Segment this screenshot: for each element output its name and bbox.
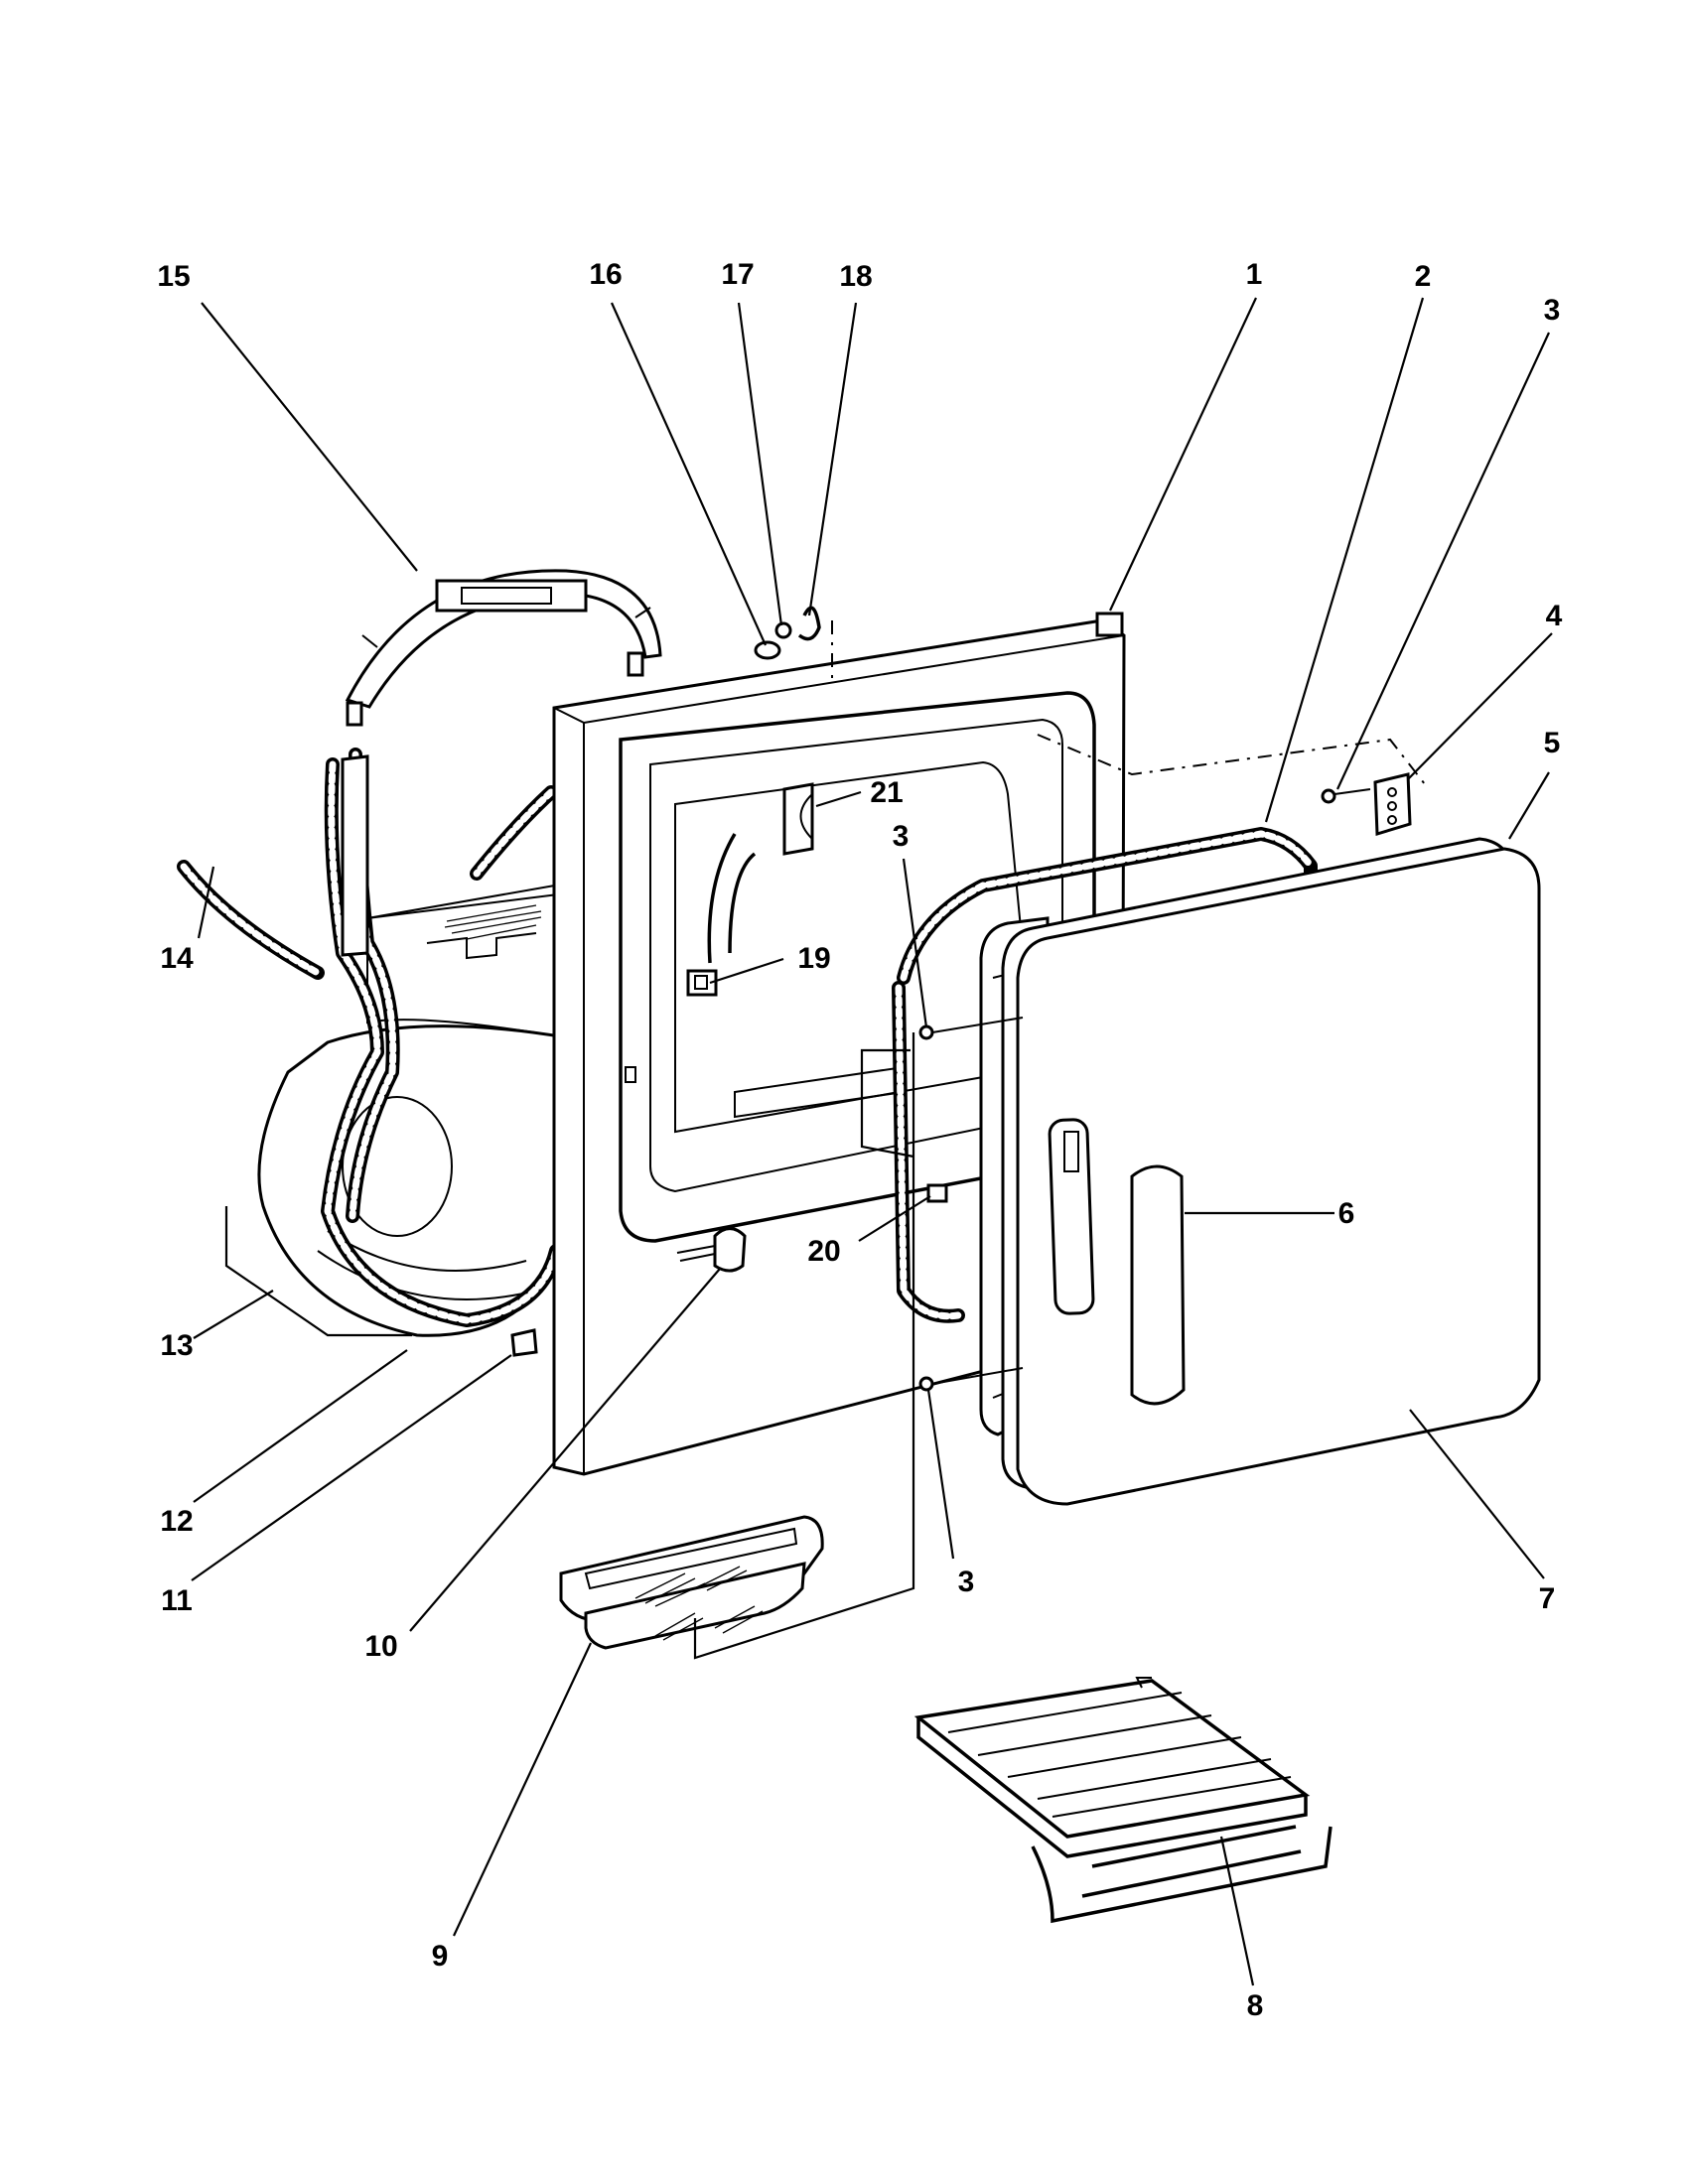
callout-3-top-right: 3 [1544,294,1561,327]
callout-5: 5 [1544,727,1561,759]
callout-6: 6 [1338,1197,1355,1230]
callout-11: 11 [161,1584,193,1617]
callout-13: 13 [160,1329,193,1362]
part-12-front-bulkhead [257,883,568,1337]
part-14-seal-strip [177,785,558,980]
callout-labels: 1 2 3 3 3 4 5 6 7 8 9 10 11 12 13 14 15 … [157,258,1562,2022]
callout-14: 14 [160,942,194,975]
callout-15: 15 [157,260,190,293]
hinge-axis-line [1037,734,1426,785]
part-5-outer-door [1001,837,1541,1506]
filter-mesh-hatch [634,1566,764,1641]
part-3-screws [918,788,1371,1392]
callout-16: 16 [589,258,622,291]
part-8-drying-rack [913,1677,1333,1924]
part-10-door-switch [676,1227,747,1273]
callout-19: 19 [797,942,830,975]
part-21-bracket [782,782,814,856]
callout-21: 21 [870,776,903,809]
callout-12: 12 [160,1505,193,1538]
part-13-bulkhead-gasket [321,748,563,1327]
filter-hatch [444,904,542,940]
callout-2: 2 [1415,260,1432,293]
part-20-hinge-pin [926,1183,948,1203]
callout-7: 7 [1539,1582,1556,1615]
callout-3-door-bottom: 3 [958,1566,975,1598]
callout-9: 9 [432,1940,449,1973]
part-6-handle [1130,1164,1186,1406]
callout-4: 4 [1546,600,1563,632]
callout-8: 8 [1247,1989,1264,2022]
callout-20: 20 [807,1235,840,1268]
callout-3-door-top: 3 [893,820,910,853]
leader-lines [191,297,1553,1986]
callout-18: 18 [839,260,872,293]
part-11-tab [510,1328,538,1357]
callout-17: 17 [721,258,754,291]
callout-1: 1 [1246,258,1263,291]
part-15-bulkhead-bracket [345,569,662,727]
part-9-lint-filter [559,1515,824,1650]
callout-10: 10 [364,1630,397,1663]
part-4-hinge [1373,772,1412,836]
